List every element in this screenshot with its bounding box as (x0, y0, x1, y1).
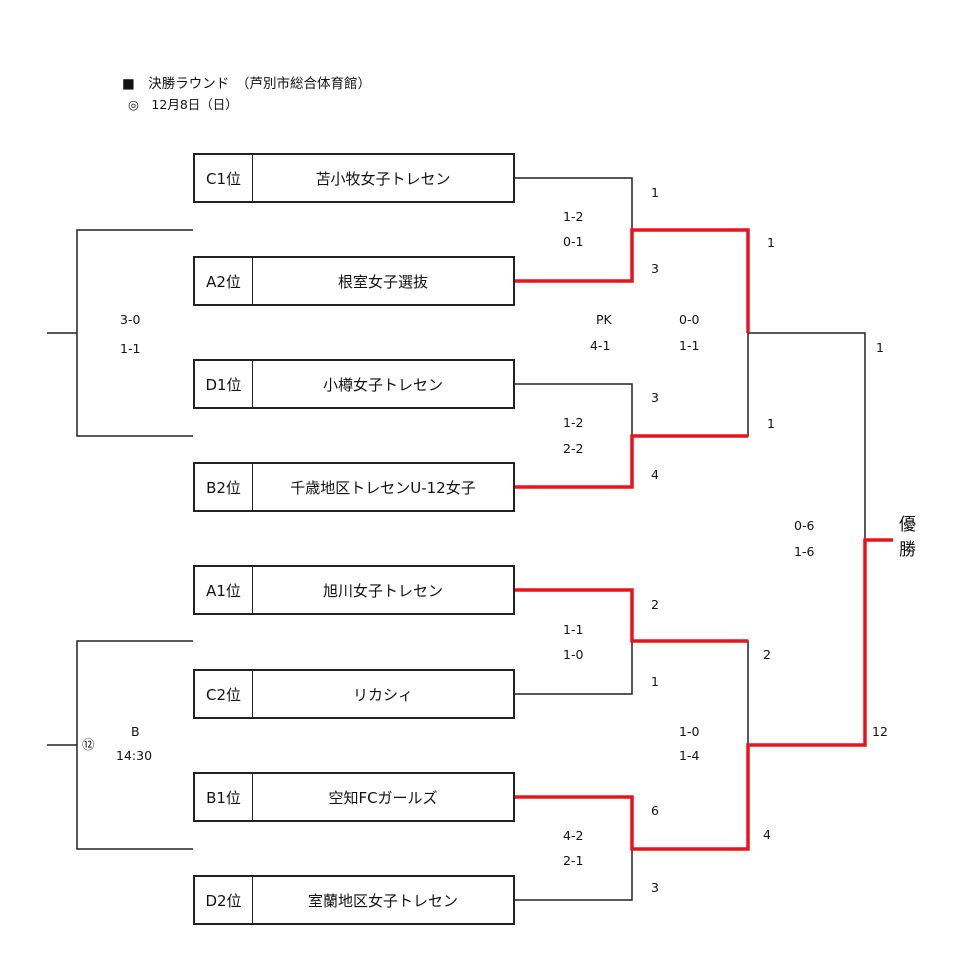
final-line-top (748, 332, 866, 540)
r1-line-d2 (515, 849, 633, 901)
semi2-half1: 1-0 (679, 724, 700, 739)
team-rank: D1位 (195, 361, 253, 407)
r1-winner-a1 (515, 588, 748, 643)
r1m1-bottom-total: 3 (651, 261, 659, 276)
team-name: 空知FCガールズ (328, 788, 438, 807)
r1m4-top-total: 6 (651, 803, 659, 818)
r1-winner-a2 (515, 228, 750, 333)
r1m2-half1: 1-2 (563, 415, 584, 430)
r1m1-half2: 0-1 (563, 234, 584, 249)
team-rank: D2位 (195, 877, 253, 923)
semi1-half2: 1-1 (679, 338, 700, 353)
semi1-top-total: 1 (767, 235, 775, 250)
final-bottom-total: 12 (872, 724, 888, 739)
semi1-pk-score: 4-1 (590, 338, 611, 353)
semi1-half1: 0-0 (679, 312, 700, 327)
team-name: リカシィ (352, 685, 413, 704)
match-number: ⑫ (82, 737, 95, 752)
team-name: 苫小牧女子トレセン (315, 169, 451, 188)
semi1-pk-label: PK (596, 312, 612, 327)
team-name: 千歳地区トレセンU-12女子 (290, 478, 476, 497)
team-b1: B1位 空知FCガールズ (193, 772, 515, 822)
team-name: 旭川女子トレセン (322, 581, 443, 600)
r1m1-half1: 1-2 (563, 209, 584, 224)
final-half2: 1-6 (794, 544, 815, 559)
team-d2: D2位 室蘭地区女子トレセン (193, 875, 515, 925)
r1-line-c2 (515, 641, 633, 695)
r1m4-bottom-total: 3 (651, 880, 659, 895)
final-top-total: 1 (876, 340, 884, 355)
champion-label-2: 勝 (899, 540, 916, 560)
team-b2: B2位 千歳地区トレセンU-12女子 (193, 462, 515, 512)
r1-winner-b2 (515, 434, 748, 489)
team-rank: A2位 (195, 258, 253, 304)
bracket-title: ■ 決勝ラウンド （芦別市総合体育館） (122, 76, 372, 92)
r1m2-bottom-total: 4 (651, 467, 659, 482)
side-top-half1: 3-0 (120, 312, 141, 327)
team-rank: C1位 (195, 155, 253, 201)
team-c2: C2位 リカシィ (193, 669, 515, 719)
r1m4-half2: 2-1 (563, 853, 584, 868)
r1m2-half2: 2-2 (563, 441, 584, 456)
r1-line-c1 (515, 177, 633, 230)
r1-winner-b1 (515, 538, 893, 851)
match-time: 14:30 (116, 748, 153, 763)
team-a2: A2位 根室女子選抜 (193, 256, 515, 306)
r1m3-half2: 1-0 (563, 647, 584, 662)
team-d1: D1位 小樽女子トレセン (193, 359, 515, 409)
team-name: 室蘭地区女子トレセン (307, 891, 458, 910)
semi2-top-total: 2 (763, 647, 771, 662)
r1-line-d1 (515, 383, 633, 436)
team-rank: C2位 (195, 671, 253, 717)
side-top-half2: 1-1 (120, 341, 141, 356)
r1m1-top-total: 1 (651, 185, 659, 200)
team-rank: B1位 (195, 774, 253, 820)
r1m2-top-total: 3 (651, 390, 659, 405)
semi1-bottom-total: 1 (767, 416, 775, 431)
team-a1: A1位 旭川女子トレセン (193, 565, 515, 615)
match-date: ◎ 12月8日（日） (128, 97, 238, 112)
bracket-lines-winners (515, 228, 893, 851)
side-bracket-top (76, 229, 193, 437)
team-c1: C1位 苫小牧女子トレセン (193, 153, 515, 203)
r1m3-bottom-total: 1 (651, 674, 659, 689)
team-name: 小樽女子トレセン (322, 375, 443, 394)
semi2-half2: 1-4 (679, 748, 700, 763)
court-label: B (131, 724, 140, 739)
champion-label-1: 優 (899, 515, 916, 535)
r1m3-half1: 1-1 (563, 622, 584, 637)
semi2-bottom-total: 4 (763, 827, 771, 842)
r1m3-top-total: 2 (651, 597, 659, 612)
team-name: 根室女子選抜 (337, 272, 428, 291)
final-half1: 0-6 (794, 518, 815, 533)
team-rank: B2位 (195, 464, 253, 510)
r1m4-half1: 4-2 (563, 828, 584, 843)
team-rank: A1位 (195, 567, 253, 613)
